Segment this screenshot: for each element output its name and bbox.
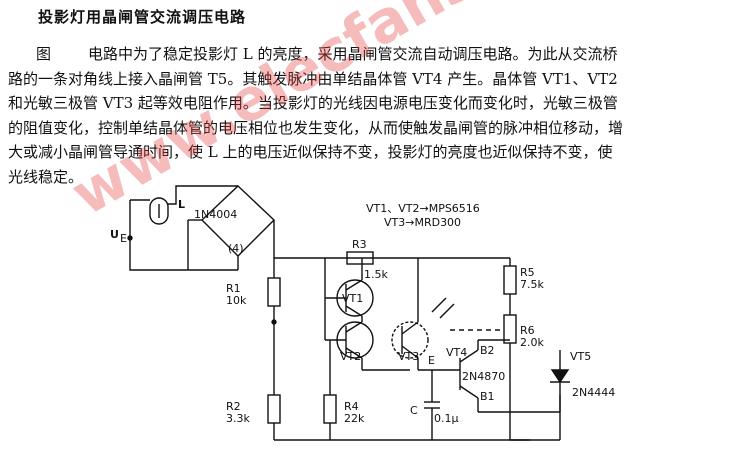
label-R3: R3 <box>352 238 367 251</box>
label-E: E <box>428 354 435 367</box>
label-R2-value: 3.3k <box>226 412 250 425</box>
r2-resistor <box>267 394 281 424</box>
para-line-4: 的阻值变化，控制单结晶体管的电压相位也发生变化，从而使触发晶闸管的脉冲相位移动，… <box>8 118 624 137</box>
label-L: L <box>178 198 185 211</box>
label-VT5: VT5 <box>570 350 591 363</box>
label-R3-value: 1.5k <box>364 268 388 281</box>
para-line-6: 光线稳定。 <box>8 167 84 186</box>
label-VT1: VT1 <box>342 292 363 305</box>
label-R1: R1 <box>226 282 241 295</box>
label-C: C <box>410 404 418 417</box>
label-R5: R5 <box>520 266 535 279</box>
label-R1-value: 10k <box>226 294 247 307</box>
label-R6-value: 2.0k <box>520 336 544 349</box>
para-lead: 图 <box>36 45 52 63</box>
para-line-1: 图电路中为了稳定投影灯 L 的亮度，采用晶闸管交流自动调压电路。为此从交流桥 <box>8 42 746 67</box>
r4-resistor <box>323 394 337 424</box>
label-R2: R2 <box>226 400 241 413</box>
label-note-1: VT1、VT2→MPS6516 <box>366 202 480 215</box>
label-B1: B1 <box>480 390 495 403</box>
label-bridge: 1N4004 <box>194 208 237 221</box>
description-paragraph: 图电路中为了稳定投影灯 L 的亮度，采用晶闸管交流自动调压电路。为此从交流桥 路… <box>8 42 746 189</box>
para-line-5: 大或减小晶闸管导通时间，使 L 上的电压近似保持不变，投影灯的亮度也近似保持不变… <box>8 143 613 161</box>
label-R4-value: 22k <box>344 412 365 425</box>
lamp-symbol <box>149 197 169 225</box>
page-title: 投影灯用晶闸管交流调压电路 <box>38 8 247 26</box>
label-UE: U <box>110 228 119 241</box>
label-VT3: VT3 <box>398 350 419 363</box>
label-note-2: VT3→MRD300 <box>384 216 461 229</box>
para-line-2: 路的一条对角线上接入晶闸管 T5。其触发脉冲由单结晶体管 VT4 产生。晶体管 … <box>8 69 618 88</box>
vt5-thyristor <box>550 369 570 384</box>
label-R4: R4 <box>344 400 359 413</box>
label-VT2: VT2 <box>340 350 361 363</box>
r3-resistor <box>346 251 374 265</box>
label-R6: R6 <box>520 324 535 337</box>
label-B2: B2 <box>480 344 495 357</box>
light-arrow-1 <box>431 297 447 313</box>
label-VT5-part: 2N4444 <box>572 386 615 399</box>
label-bridge-count: (4) <box>228 242 244 255</box>
label-UE-sub: E <box>120 232 127 245</box>
para-line-3: 和光敏三极管 VT3 起等效电阻作用。当投影灯的光线因电源电压变化而变化时，光敏… <box>8 94 618 112</box>
r1-resistor <box>267 277 281 307</box>
label-R5-value: 7.5k <box>520 278 544 291</box>
r5-resistor <box>503 265 517 295</box>
circuit-wires <box>127 185 570 441</box>
label-VT4: VT4 <box>446 346 467 359</box>
label-VT4-part: 2N4870 <box>462 370 505 383</box>
label-C-value: 0.1μ <box>434 412 459 425</box>
vt3-phototransistor <box>391 321 429 359</box>
r6-potentiometer <box>503 314 517 344</box>
light-arrow-2 <box>439 303 455 319</box>
input-terminal <box>127 235 133 241</box>
